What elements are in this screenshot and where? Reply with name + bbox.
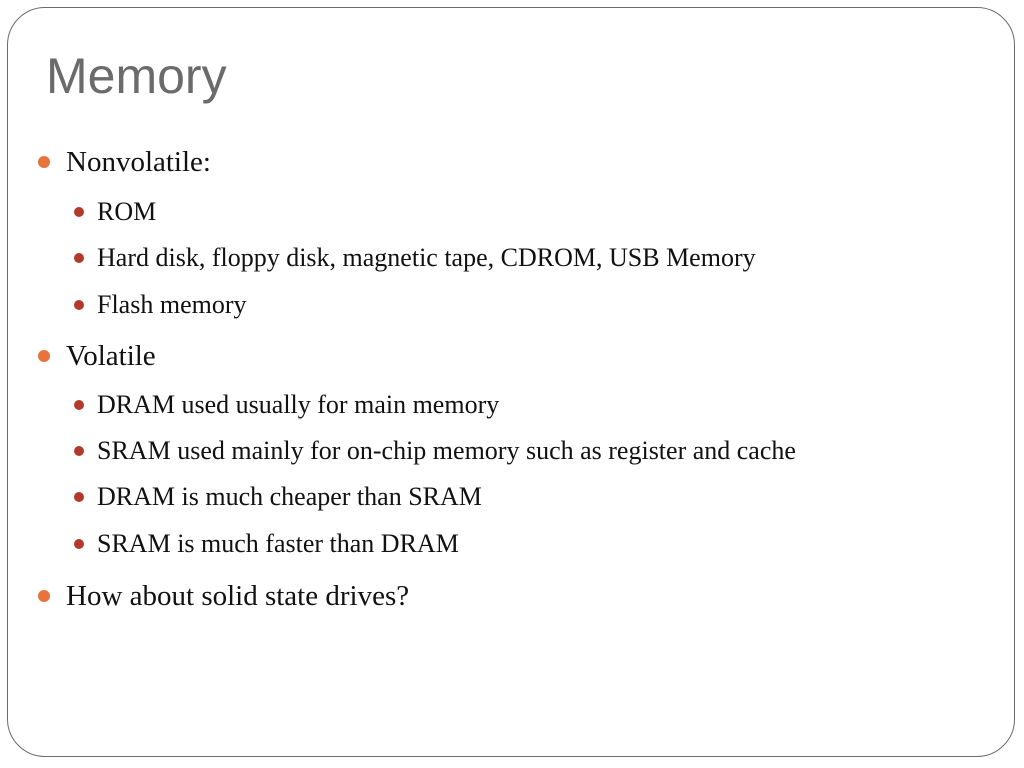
sub-bullet-dot-icon — [74, 400, 84, 410]
bullet-item-ssd-question: How about solid state drives? — [38, 578, 410, 614]
sub-bullet-dot-icon — [74, 539, 84, 549]
bullet-text: Nonvolatile: — [66, 146, 211, 178]
bullet-dot-icon — [38, 350, 50, 362]
sub-bullet-item: DRAM is much cheaper than SRAM — [74, 481, 482, 513]
bullet-dot-icon — [38, 156, 50, 168]
sub-bullet-text: SRAM used mainly for on-chip memory such… — [97, 436, 796, 465]
sub-bullet-item: Hard disk, floppy disk, magnetic tape, C… — [74, 242, 756, 274]
sub-bullet-dot-icon — [74, 300, 84, 310]
bullet-text: How about solid state drives? — [66, 580, 410, 612]
bullet-dot-icon — [38, 590, 50, 602]
sub-bullet-text: SRAM is much faster than DRAM — [97, 529, 459, 558]
sub-bullet-item: ROM — [74, 196, 157, 228]
sub-bullet-dot-icon — [74, 253, 84, 263]
sub-bullet-item: DRAM used usually for main memory — [74, 389, 500, 421]
bullet-item-nonvolatile: Nonvolatile: — [38, 144, 211, 180]
bullet-item-volatile: Volatile — [38, 338, 156, 374]
slide-title: Memory — [46, 48, 227, 104]
sub-bullet-item: SRAM used mainly for on-chip memory such… — [74, 435, 796, 467]
sub-bullet-text: Hard disk, floppy disk, magnetic tape, C… — [97, 243, 756, 272]
sub-bullet-item: Flash memory — [74, 289, 247, 321]
sub-bullet-text: DRAM used usually for main memory — [97, 390, 500, 419]
sub-bullet-dot-icon — [74, 446, 84, 456]
sub-bullet-text: Flash memory — [97, 290, 247, 319]
sub-bullet-dot-icon — [74, 207, 84, 217]
sub-bullet-dot-icon — [74, 492, 84, 502]
sub-bullet-text: DRAM is much cheaper than SRAM — [97, 482, 482, 511]
bullet-text: Volatile — [66, 340, 156, 372]
sub-bullet-item: SRAM is much faster than DRAM — [74, 528, 459, 560]
slide-frame: Memory — [7, 7, 1015, 757]
sub-bullet-text: ROM — [97, 197, 157, 226]
